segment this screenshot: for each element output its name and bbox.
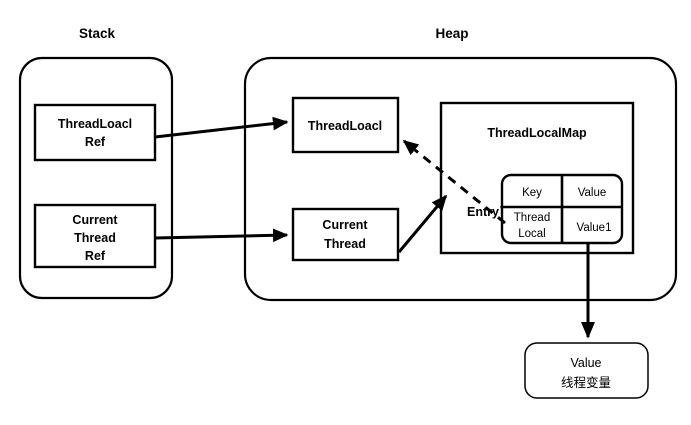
heap-region-title: Heap	[435, 26, 468, 41]
stack-item-current-thread-ref-line3: Ref	[85, 249, 106, 263]
stack-item-threadlocal-ref-line1: ThreadLoacl	[58, 117, 132, 131]
heap-node-current-thread-line1: Current	[322, 218, 368, 232]
stack-item-current-thread-ref-line2: Thread	[74, 231, 116, 245]
heap-node-threadlocal[interactable]	[291, 96, 400, 154]
stack-region-title: Stack	[79, 26, 116, 41]
value-node-line1: Value	[570, 356, 601, 370]
heap-node-current-thread[interactable]	[291, 207, 400, 262]
value-node[interactable]	[524, 342, 649, 399]
entry-label: Entry	[467, 205, 499, 219]
entry-table-header-value: Value	[578, 187, 607, 199]
edge-threadlocal-ref-to-threadlocal	[154, 116, 289, 139]
entry-table-cell-value: Value1	[577, 222, 612, 234]
heap-node-threadlocal-label: ThreadLoacl	[308, 119, 382, 133]
stack-item-threadlocal-ref-line2: Ref	[85, 135, 106, 149]
stack-item-current-thread-ref-line1: Current	[72, 213, 118, 227]
value-node-line2: 线程变量	[561, 375, 611, 390]
entry-table-cell-key-line2: Local	[518, 228, 546, 240]
heap-node-current-thread-line2: Thread	[324, 237, 366, 251]
edge-current-thread-ref-to-current-thread	[154, 228, 289, 243]
edge-current-thread-to-threadlocalmap	[397, 194, 448, 253]
stack-item-current-thread-ref[interactable]	[33, 203, 157, 269]
stack-item-threadlocal-ref[interactable]	[33, 103, 157, 162]
entry-table-cell-key-line1: Thread	[514, 212, 550, 224]
entry-table-header-key: Key	[522, 187, 542, 199]
edge-entry-key-to-threadlocal-weakref	[402, 139, 506, 225]
threadlocalmap-title: ThreadLocalMap	[487, 126, 587, 140]
